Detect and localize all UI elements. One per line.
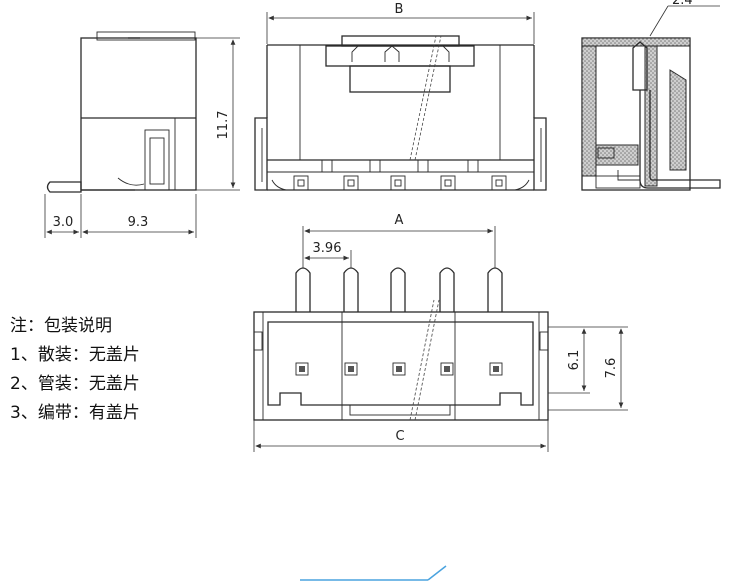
dim-label-b: B <box>395 2 404 17</box>
notes-item: 3、编带：有盖片 <box>10 403 140 423</box>
bottom-view-pins <box>295 267 503 312</box>
dim-label-9-3: 9.3 <box>128 215 149 230</box>
packaging-notes: 注：包装说明 1、散装：无盖片 2、管装：无盖片 3、编带：有盖片 <box>10 312 140 428</box>
side-view <box>46 31 197 193</box>
dimension-c: C <box>253 420 549 452</box>
dim-label-3-96: 3.96 <box>313 241 342 256</box>
front-view <box>254 35 547 191</box>
section-view: 2.4 <box>581 0 721 191</box>
front-view-terminals <box>293 159 507 191</box>
front-view-break <box>409 35 442 161</box>
section-label: 2.4 <box>672 0 693 8</box>
dim-label-7-6: 7.6 <box>604 358 619 379</box>
dim-label-c: C <box>395 429 404 444</box>
decorative-swoosh <box>300 565 447 581</box>
notes-item: 1、散装：无盖片 <box>10 345 140 365</box>
bottom-view-break <box>409 299 440 421</box>
dimension-b: B <box>266 2 535 44</box>
bottom-view <box>253 311 549 421</box>
dimension-3-96: 3.96 <box>304 241 352 268</box>
bottom-view-contacts <box>295 362 503 376</box>
dim-label-11-7: 11.7 <box>216 111 231 140</box>
notes-title: 注：包装说明 <box>10 316 112 336</box>
notes-item: 2、管装：无盖片 <box>10 374 140 394</box>
dim-label-6-1: 6.1 <box>567 350 582 371</box>
dimension-a: A <box>302 213 496 268</box>
dimension-11-7: 11.7 <box>196 37 240 191</box>
dimension-3-0-9-3: 3.0 9.3 <box>44 194 197 238</box>
dimension-6-1-7-6: 6.1 7.6 <box>548 326 628 411</box>
dim-label-3-0: 3.0 <box>53 215 74 230</box>
dim-label-a: A <box>395 213 404 228</box>
